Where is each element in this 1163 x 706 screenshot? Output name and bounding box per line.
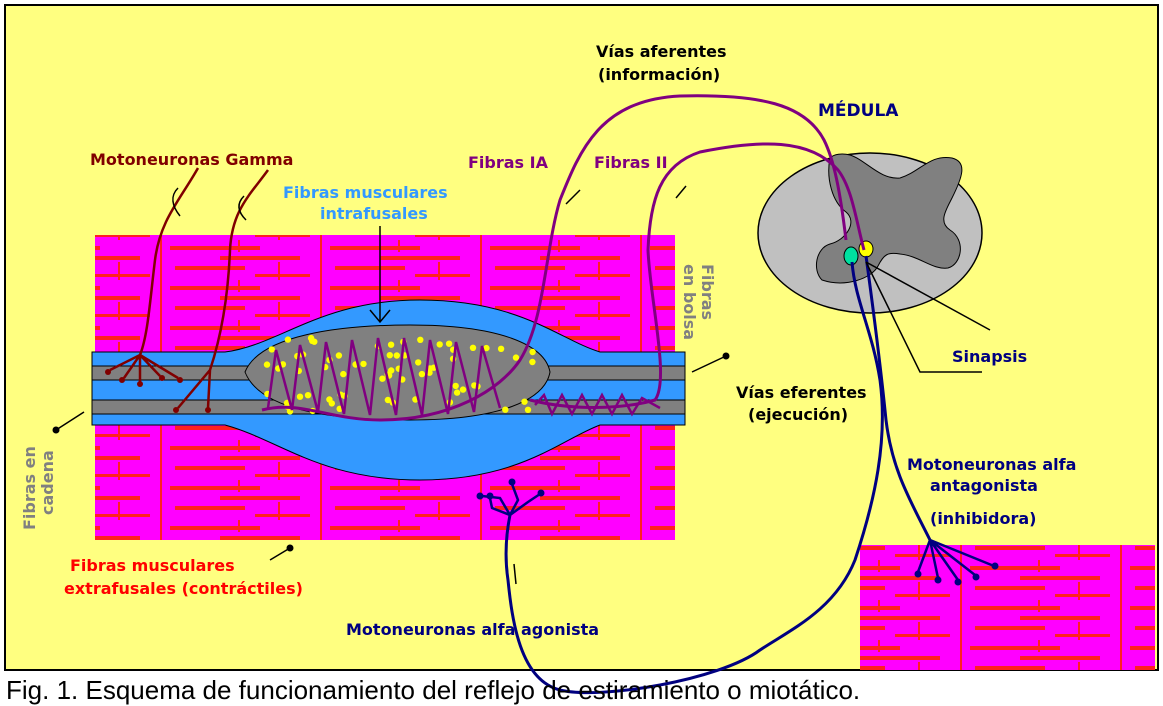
nucleus-dot	[529, 359, 535, 365]
nucleus-dot	[326, 396, 332, 402]
nucleus-dot	[460, 386, 466, 392]
label-intrafusal-line2: intrafusales	[320, 204, 428, 223]
label-efferent-line1: Vías eferentes	[736, 383, 867, 402]
nucleus-dot	[419, 371, 425, 377]
nucleus-dot	[525, 407, 531, 413]
nucleus-dot	[498, 346, 504, 352]
label-cadena-line1: Fibras en	[20, 446, 39, 530]
nucleus-dot	[297, 394, 303, 400]
nucleus-dot	[521, 399, 527, 405]
label-efferent-line2: (ejecución)	[748, 405, 848, 424]
antagonist-muscle-block	[860, 545, 1155, 670]
label-bolsa-line1: Fibras	[698, 264, 717, 320]
nucleus-dot	[513, 354, 519, 360]
label-fibras-ia: Fibras IA	[468, 153, 549, 172]
label-gamma: Motoneuronas Gamma	[90, 150, 293, 169]
label-medulla: MÉDULA	[818, 99, 899, 121]
nucleus-dot	[379, 376, 385, 382]
label-afferent-line2: (información)	[598, 65, 720, 84]
nucleus-dot	[340, 371, 346, 377]
label-afferent-line1: Vías aferentes	[596, 42, 727, 61]
nucleus-dot	[417, 337, 423, 343]
nucleus-dot	[453, 383, 459, 389]
nucleus-dot	[305, 392, 311, 398]
nucleus-dot	[415, 359, 421, 365]
label-antagonist-line1: Motoneuronas alfa	[907, 455, 1076, 474]
nucleus-dot	[387, 352, 393, 358]
nucleus-dot	[502, 407, 508, 413]
label-antagonist-line2: antagonista	[930, 476, 1038, 495]
label-antagonist-line3: (inhibidora)	[930, 509, 1036, 528]
label-bolsa-line2: en bolsa	[680, 264, 699, 340]
nucleus-dot	[529, 349, 535, 355]
label-agonist: Motoneuronas alfa agonista	[346, 620, 599, 639]
nucleus-dot	[360, 361, 366, 367]
nucleus-dot	[394, 352, 400, 358]
label-fibras-ii: Fibras II	[594, 153, 668, 172]
label-intrafusal-line1: Fibras musculares	[283, 183, 448, 202]
nucleus-dot	[388, 367, 394, 373]
nucleus-dot	[308, 335, 314, 341]
nucleus-dot	[454, 389, 460, 395]
nucleus-dot	[264, 361, 270, 367]
nucleus-dot	[285, 336, 291, 342]
nucleus-dot	[336, 352, 342, 358]
nucleus-dot	[470, 345, 476, 351]
label-cadena-line2: cadena	[38, 450, 57, 515]
label-extrafusal-line2: extrafusales (contráctiles)	[64, 579, 303, 598]
label-extrafusal-line1: Fibras musculares	[70, 556, 235, 575]
nucleus-dot	[437, 341, 443, 347]
nucleus-dot	[269, 346, 275, 352]
nucleus-dot	[446, 341, 452, 347]
figure-caption: Fig. 1. Esquema de funcionamiento del re…	[6, 675, 860, 705]
label-sinapsis: Sinapsis	[952, 347, 1027, 366]
nucleus-dot	[388, 342, 394, 348]
